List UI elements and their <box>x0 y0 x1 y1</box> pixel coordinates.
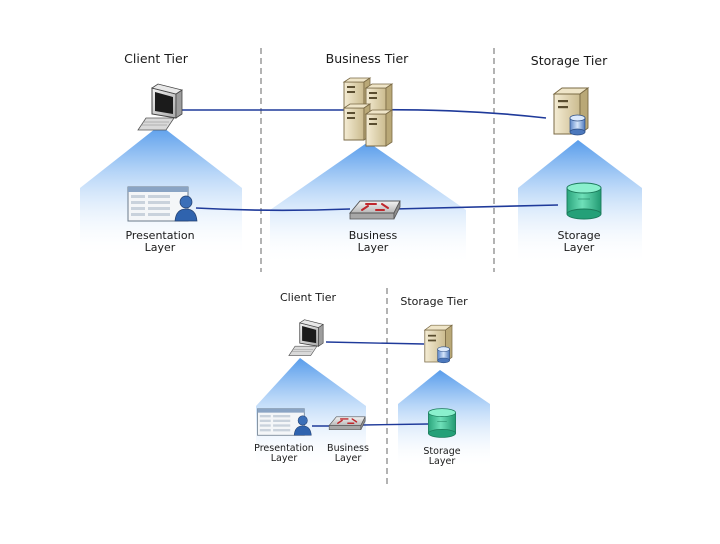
top-diagram <box>80 48 642 272</box>
connector-line <box>325 341 425 345</box>
layer-label-line: Business <box>348 229 398 242</box>
layer-label-line: Layer <box>563 240 595 254</box>
layer-label-line: Layer <box>270 452 298 464</box>
client-tier-label: Client Tier <box>279 291 337 304</box>
layer-label-line: Storage <box>557 229 601 242</box>
storage-tier-label: Storage Tier <box>400 295 468 308</box>
database-cylinder-icon[interactable] <box>566 182 602 220</box>
layer-label-line: Presentation <box>254 443 314 454</box>
layer-label-line: Layer <box>334 452 362 464</box>
layer-label-line: Presentation <box>125 229 195 242</box>
database-server-icon[interactable] <box>424 324 453 364</box>
server-cluster-icon[interactable] <box>343 77 393 147</box>
connector-line <box>312 423 429 427</box>
storage-layer-label: Storage Layer <box>414 447 470 467</box>
presentation-layer-label: Presentation Layer <box>248 444 320 464</box>
database-server-icon[interactable] <box>553 87 589 136</box>
layer-label-line: Business <box>327 443 369 454</box>
storage-layer-label: Storage Layer <box>542 230 616 253</box>
layer-label-line: Storage <box>423 446 461 457</box>
network-switch-icon[interactable] <box>349 200 401 220</box>
layer-label-line: Layer <box>144 240 176 254</box>
bottom-diagram <box>256 288 490 484</box>
business-layer-label: Business Layer <box>334 230 412 253</box>
storage-tier-label: Storage Tier <box>530 53 608 68</box>
business-layer-label: Business Layer <box>322 444 374 464</box>
workstation-icon[interactable] <box>137 83 183 131</box>
workstation-icon[interactable] <box>288 319 324 356</box>
layer-label-line: Layer <box>428 455 456 467</box>
application-window-icon[interactable] <box>127 186 198 222</box>
connector-line <box>195 204 559 212</box>
network-switch-icon[interactable] <box>328 416 366 431</box>
application-window-icon[interactable] <box>257 408 312 436</box>
client-tier-cone <box>256 358 366 468</box>
layer-label-line: Layer <box>357 240 389 254</box>
database-cylinder-icon[interactable] <box>428 408 456 438</box>
presentation-layer-label: Presentation Layer <box>116 230 204 253</box>
business-tier-label: Business Tier <box>325 51 409 66</box>
client-tier-label: Client Tier <box>124 51 188 66</box>
